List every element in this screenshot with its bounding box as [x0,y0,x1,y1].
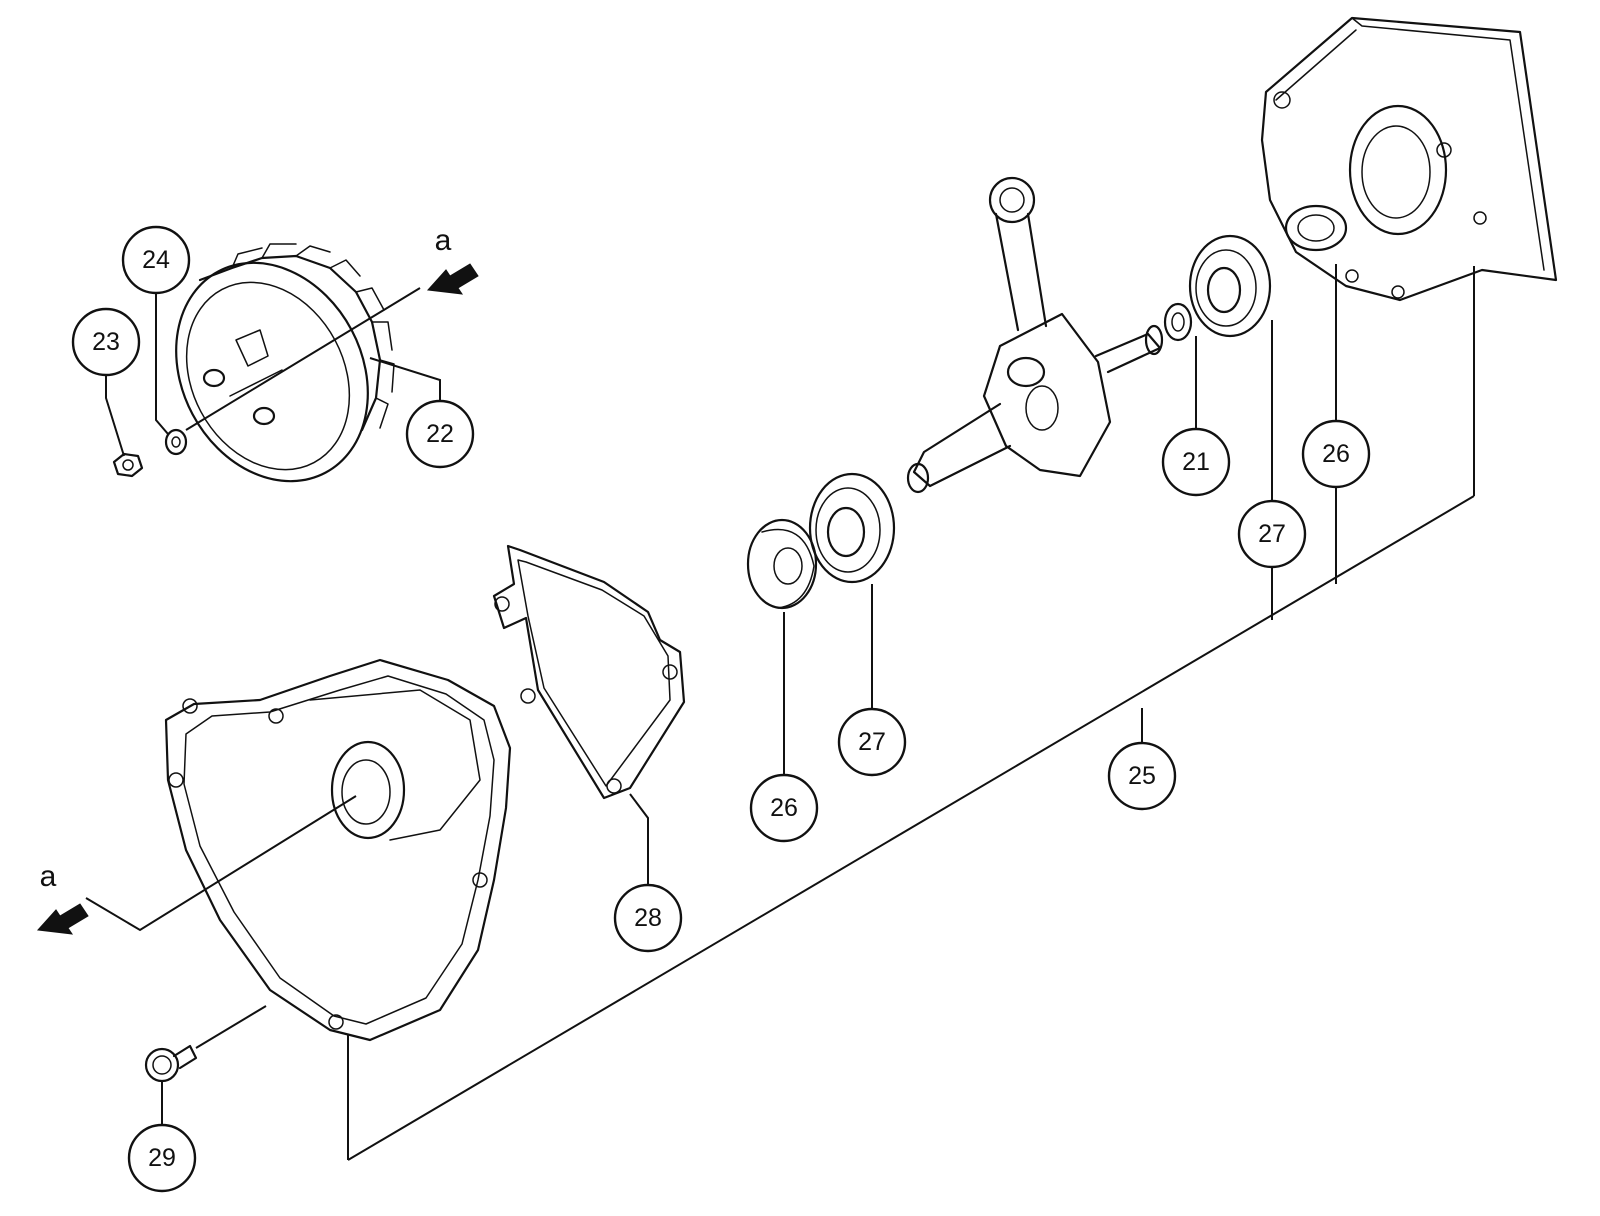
leader-23 [105,372,125,457]
svg-text:24: 24 [142,246,170,274]
reference-arrow-left: a [36,795,357,935]
axis-line-flywheel [185,287,421,431]
callout-27-right: 27 [1237,499,1307,569]
part-23-nut [112,452,144,478]
callout-27-left: 27 [837,707,907,777]
svg-text:23: 23 [92,328,120,356]
reference-letter-left: a [40,860,57,893]
callout-29: 29 [127,1123,197,1193]
part-26-seal-left [746,518,818,610]
part-26-crankcase-right [1260,16,1558,302]
leader-28 [629,793,649,890]
callout-23: 23 [71,307,141,377]
svg-text:27: 27 [1258,520,1286,548]
part-28-gasket [492,544,686,800]
part-21-washer [1163,302,1193,342]
axis-line-bolt [195,1005,267,1049]
callout-26-right: 26 [1301,419,1371,489]
svg-text:25: 25 [1128,762,1156,790]
svg-text:26: 26 [1322,440,1350,468]
svg-text:27: 27 [858,728,886,756]
part-24-washer [164,428,188,456]
part-27-bearing-right [1188,234,1272,338]
callout-24: 24 [121,225,191,295]
leader-22 [369,357,441,400]
part-crankcase-left [164,658,512,1042]
part-crankshaft [906,176,1164,494]
callout-21: 21 [1161,427,1231,497]
svg-text:22: 22 [426,420,454,448]
part-29-bolt [144,1044,198,1083]
svg-text:21: 21 [1182,448,1210,476]
callout-28: 28 [613,883,683,953]
svg-text:28: 28 [634,904,662,932]
svg-text:26: 26 [770,794,798,822]
reference-letter-top: a [435,224,452,257]
callout-22: 22 [405,399,475,469]
callout-26-left: 26 [749,773,819,843]
callout-25: 25 [1107,741,1177,811]
svg-text:29: 29 [148,1144,176,1172]
leader-24 [155,294,169,435]
assembly-line-25 [347,495,1475,1161]
part-27-bearing-left [808,472,896,584]
reference-arrow-top: a [426,224,479,295]
